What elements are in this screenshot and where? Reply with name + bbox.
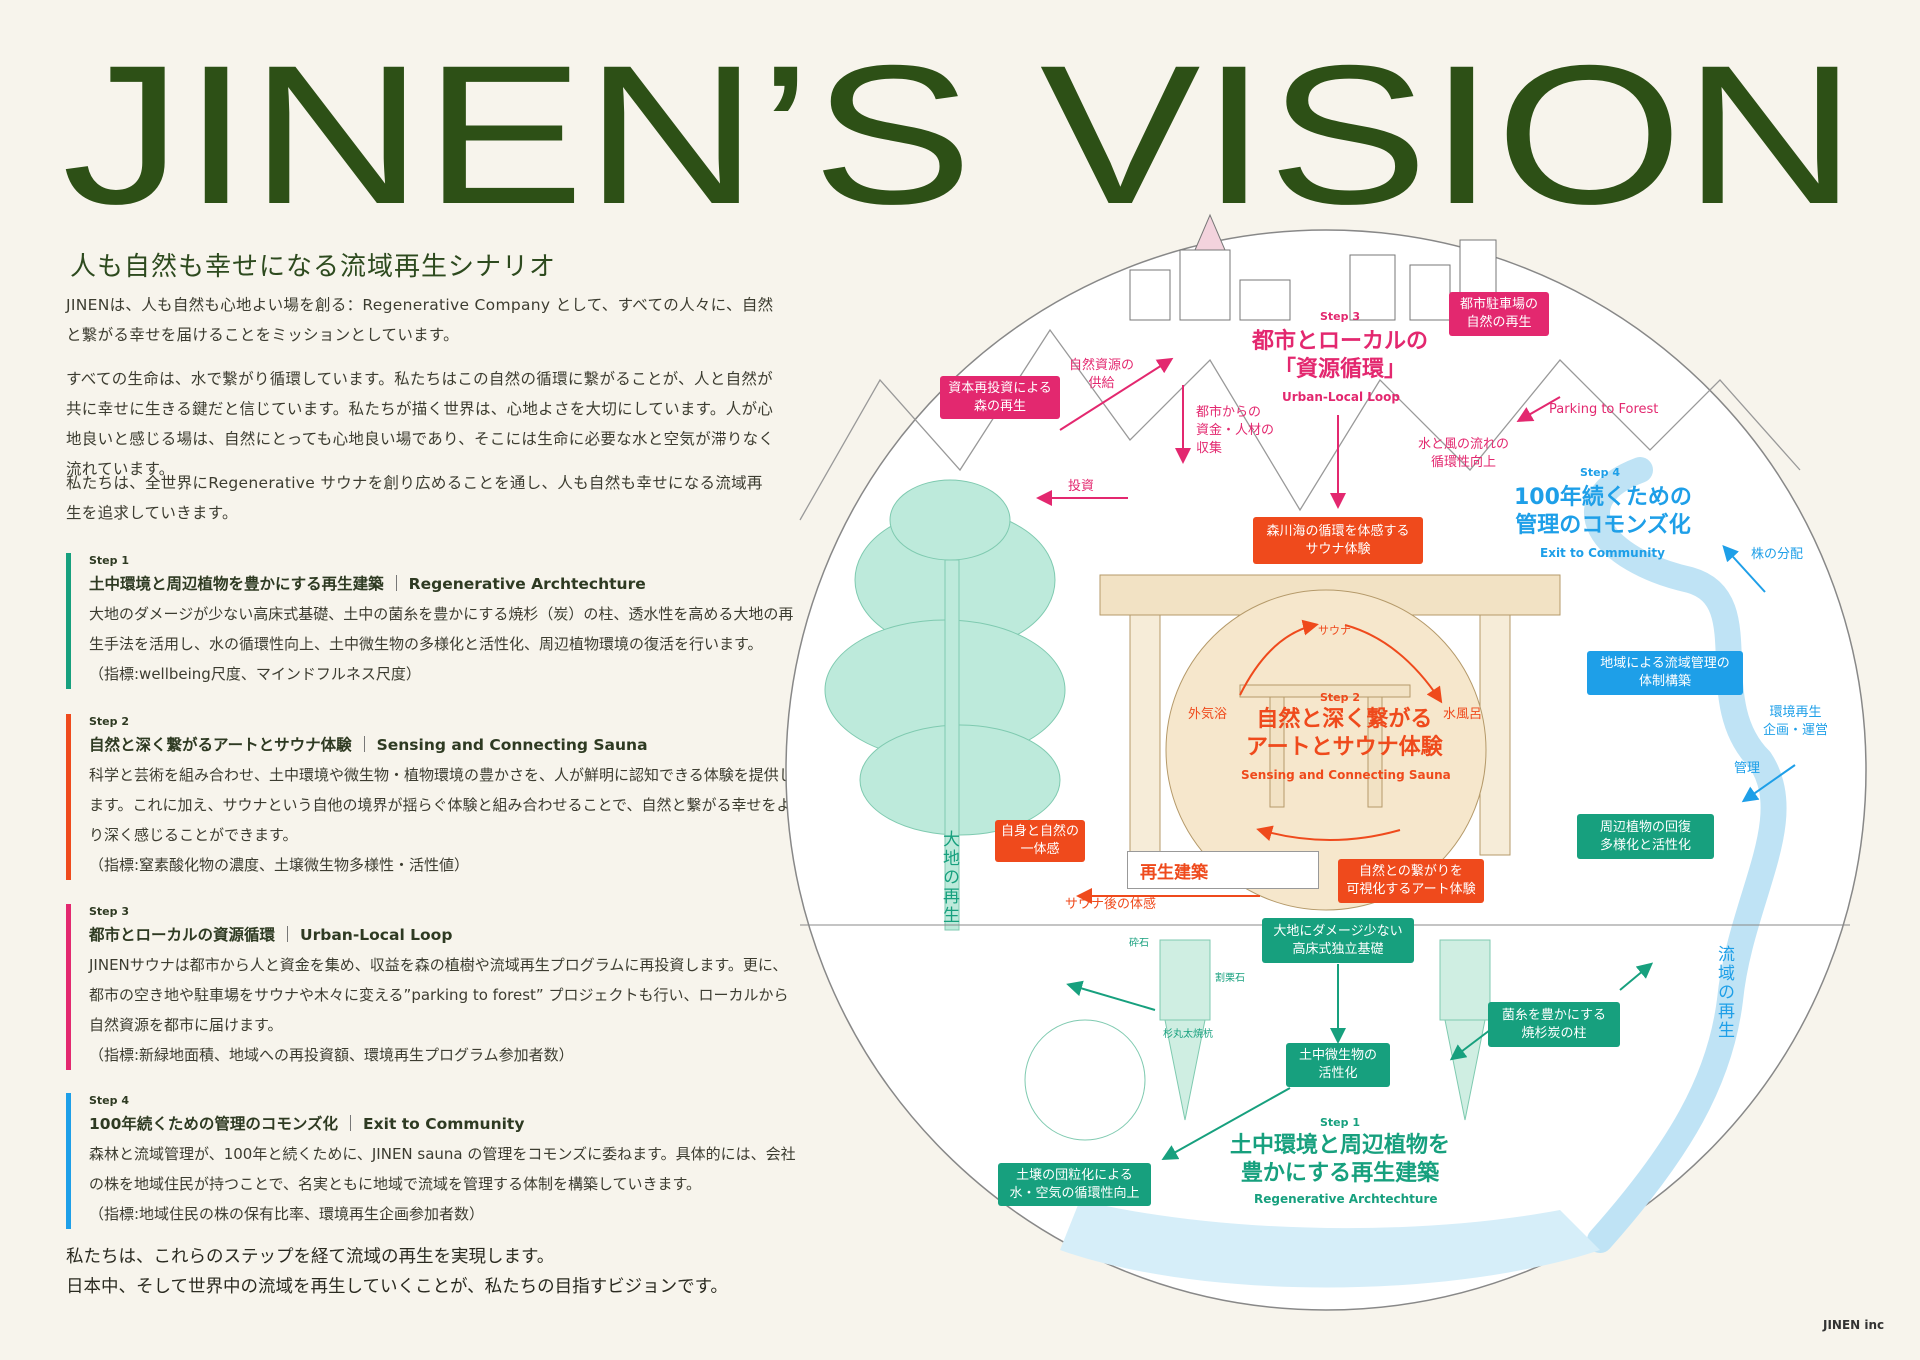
intro-paragraph-3: 私たちは、全世界にRegenerative サウナを創り広めることを通し、人も自… xyxy=(66,474,763,522)
mycelium-pillar-box: 菌糸を豊かにする 焼杉炭の柱 xyxy=(1488,1002,1620,1047)
company-name: JINEN inc xyxy=(1823,1318,1885,1332)
big-tree xyxy=(824,479,1066,931)
pile-label: 杉丸太焼杭 xyxy=(1163,1029,1213,1040)
regen-arch-label: 再生建築 xyxy=(1140,863,1208,883)
step-label: Step 2 xyxy=(89,715,129,728)
step-1-section: Step 1 土中環境と周辺植物を豊かにする再生建築 Regenerative A… xyxy=(66,553,801,689)
charred-pillars xyxy=(1024,939,1491,1141)
step-title-ja: 自然と深く繋がるアートとサウナ体験 xyxy=(89,736,352,754)
step-body: JINENサウナは都市から人と資金を集め、収益を森の植樹や流域再生プログラムに再… xyxy=(89,956,789,1034)
step-body: 科学と芸術を組み合わせ、土中環境や微生物・植物環境の豊かさを、人が鮮明に認知でき… xyxy=(89,766,794,844)
city-buildings xyxy=(1129,213,1497,321)
sea xyxy=(1060,1200,1600,1288)
step4-title: 100年続くための 管理のコモンズ化 xyxy=(1514,485,1692,538)
invest-label: 投資 xyxy=(1068,479,1095,494)
supply-label: 自然資源の 供給 xyxy=(1069,358,1135,391)
step2-label: Step 2 xyxy=(1320,691,1360,704)
step-title-en: Regenerative Archtechture xyxy=(408,575,646,593)
parking-to-forest-label: Parking to Forest xyxy=(1549,402,1659,417)
water-wind-label: 水と風の流れの 循環性向上 xyxy=(1418,437,1510,470)
step-4-section: Step 4 100年続くための管理のコモンズ化 Exit to Communit… xyxy=(66,1093,801,1229)
cold-bath-label: 水風呂 xyxy=(1443,707,1483,722)
divider xyxy=(363,736,365,752)
step3-label: Step 3 xyxy=(1320,310,1360,323)
shares-label: 株の分配 xyxy=(1751,547,1804,562)
step4-en: Exit to Community xyxy=(1540,546,1665,560)
step-metric: （指標:wellbeing尺度、マインドフルネス尺度） xyxy=(89,665,421,683)
mountains xyxy=(799,328,1801,521)
soil-aggregate-box: 土壌の団粒化による 水・空気の循環性向上 xyxy=(998,1163,1151,1206)
manage-label: 管理 xyxy=(1734,761,1761,776)
outdoor-bath-label: 外気浴 xyxy=(1188,707,1228,722)
collect-label: 都市からの 資金・人材の 収集 xyxy=(1196,405,1275,456)
divider xyxy=(395,575,397,591)
microbe-box: 土中微生物の 活性化 xyxy=(1286,1043,1390,1087)
plants-recovery-box: 周辺植物の回復 多様化と活性化 xyxy=(1577,814,1714,859)
step-title-en: Exit to Community xyxy=(363,1115,525,1133)
step-metric: （指標:地域住民の株の保有比率、環境再生企画参加者数） xyxy=(89,1205,485,1223)
closing-line-1: 私たちは、これらのステップを経て流域の再生を実現します。 xyxy=(66,1247,555,1267)
step-label: Step 3 xyxy=(89,905,129,918)
planning-label: 環境再生 企画・運営 xyxy=(1763,705,1829,738)
intro-paragraph-2: すべての生命は、水で繋がり循環しています。私たちはこの自然の循環に繋がることが、… xyxy=(66,370,775,478)
divider xyxy=(350,1115,352,1131)
step3-en: Urban-Local Loop xyxy=(1282,390,1400,404)
earth-regen-label: 大地の再生 xyxy=(939,830,959,925)
step4-label: Step 4 xyxy=(1580,466,1620,479)
step-heading: 土中環境と周辺植物を豊かにする再生建築 Regenerative Archtech… xyxy=(89,569,801,599)
sauna-label: サウナ xyxy=(1318,624,1351,637)
gravel-label: 砕石 xyxy=(1129,938,1149,949)
subtitle: 人も自然も幸せになる流域再生シナリオ xyxy=(70,252,557,282)
step-title-ja: 土中環境と周辺植物を豊かにする再生建築 xyxy=(89,575,384,593)
step3-title: 都市とローカルの 「資源循環」 xyxy=(1252,329,1429,382)
sauna-building xyxy=(1099,574,1561,911)
step-title-en: Urban-Local Loop xyxy=(300,926,453,944)
step-metric: （指標:窒素酸化物の濃度、土壌微生物多様性・活性値） xyxy=(89,856,470,874)
step-title-ja: 都市とローカルの資源循環 xyxy=(89,926,276,944)
page-title-graphic: JINEN’S VISION xyxy=(62,24,1857,230)
step-3-section: Step 3 都市とローカルの資源循環 Urban-Local Loop JINE… xyxy=(66,904,801,1070)
parking-regen-box: 都市駐車場の 自然の再生 xyxy=(1449,292,1549,336)
forest-regen-box: 資本再投資による 森の再生 xyxy=(940,376,1060,419)
step-body: 大地のダメージが少ない高床式基礎、土中の菌糸を豊かにする焼杉（炭）の柱、透水性を… xyxy=(89,605,794,653)
step-title-en: Sensing and Connecting Sauna xyxy=(376,736,648,754)
step-heading: 都市とローカルの資源循環 Urban-Local Loop xyxy=(89,920,801,950)
step-label: Step 4 xyxy=(89,1094,129,1107)
step-2-section: Step 2 自然と深く繋がるアートとサウナ体験 Sensing and Conn… xyxy=(66,714,801,880)
page-title: JINEN’S VISION xyxy=(62,24,1857,230)
closing-line-2: 日本中、そして世界中の流域を再生していくことが、私たちの目指すビジョンです。 xyxy=(66,1277,728,1297)
step-body: 森林と流域管理が、100年と続くために、JINEN sauna の管理をコモンズ… xyxy=(89,1145,796,1193)
river xyxy=(1584,457,1787,1253)
flow-arrows xyxy=(1036,357,1796,1160)
foundation-box: 大地にダメージ少ない 高床式独立基礎 xyxy=(1262,918,1414,963)
rubble-label: 割栗石 xyxy=(1215,973,1245,984)
step1-title: 土中環境と周辺植物を 豊かにする再生建築 xyxy=(1230,1133,1451,1186)
step-label: Step 1 xyxy=(89,554,129,567)
step1-label: Step 1 xyxy=(1320,1116,1360,1129)
step-heading: 自然と深く繋がるアートとサウナ体験 Sensing and Connecting … xyxy=(89,730,801,760)
step-metric: （指標:新緑地面積、地域への再投資額、環境再生プログラム参加者数） xyxy=(89,1046,574,1064)
step1-en: Regenerative Archtechture xyxy=(1254,1192,1438,1206)
sauna-experience-box: 森川海の循環を体感する サウナ体験 xyxy=(1253,517,1423,564)
intro-paragraph-1: JINENは、人も自然も心地よい場を創る：Regenerative Compan… xyxy=(66,296,774,344)
community-system-box: 地域による流域管理の 体制構築 xyxy=(1587,651,1743,695)
after-sauna-label: サウナ後の体感 xyxy=(1065,897,1157,912)
river-regen-label: 流域の再生 xyxy=(1714,945,1734,1040)
regen-arch-plate: 再生建築 xyxy=(1127,851,1319,889)
step-heading: 100年続くための管理のコモンズ化 Exit to Community xyxy=(89,1109,801,1139)
step2-en: Sensing and Connecting Sauna xyxy=(1241,768,1451,782)
divider xyxy=(287,926,289,942)
step2-title: 自然と深く繋がる アートとサウナ体験 xyxy=(1246,707,1443,760)
unity-box: 自身と自然の 一体感 xyxy=(995,820,1085,862)
step-title-ja: 100年続くための管理のコモンズ化 xyxy=(89,1115,339,1133)
art-experience-box: 自然との繋がりを 可視化するアート体験 xyxy=(1338,859,1484,903)
